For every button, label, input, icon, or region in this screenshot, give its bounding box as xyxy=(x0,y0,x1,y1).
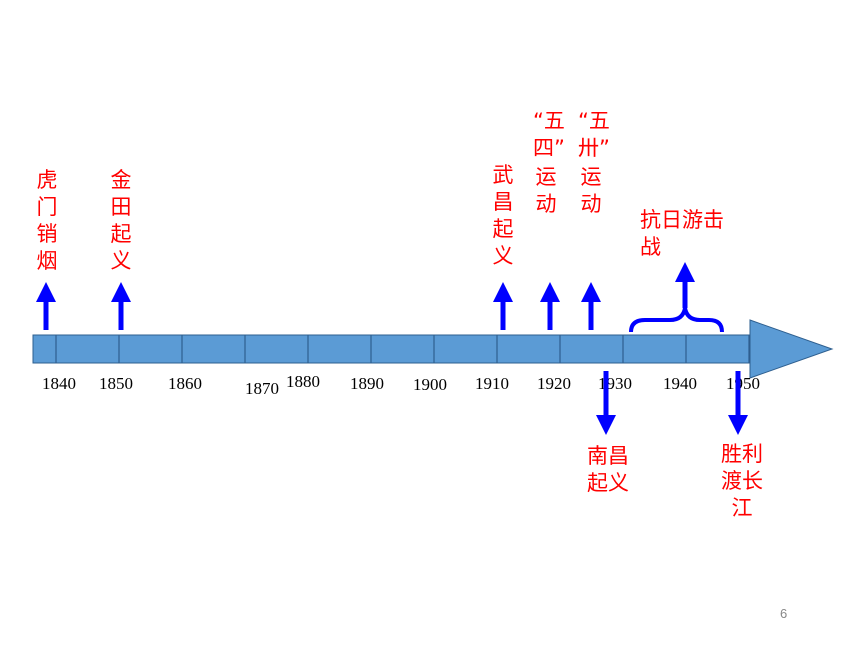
year-label-1910: 1910 xyxy=(475,374,509,393)
year-label-1900: 1900 xyxy=(413,375,447,394)
event-wusa-suffix: 运动 xyxy=(580,165,602,216)
year-label-1870: 1870 xyxy=(245,379,279,398)
event-wusa-title: “五卅” xyxy=(578,109,610,160)
event-humen: 虎门销烟 xyxy=(36,168,58,273)
year-labels: 1840 1850 1860 1870 1880 1890 1900 1910 1920 1930… xyxy=(42,372,760,398)
year-label-1950: 1950 xyxy=(726,374,760,393)
year-label-1840: 1840 xyxy=(42,374,76,393)
event-nanchang: 南昌起义 xyxy=(587,444,629,495)
event-jintian: 金田起义 xyxy=(110,168,132,273)
page-number: 6 xyxy=(780,606,788,621)
year-label-1940: 1940 xyxy=(663,374,697,393)
year-label-1890: 1890 xyxy=(350,374,384,393)
year-label-1860: 1860 xyxy=(168,374,202,393)
event-kangri: 抗日游击战 xyxy=(640,208,724,259)
year-label-1930: 1930 xyxy=(598,374,632,393)
event-shengli: 胜利渡长江 xyxy=(721,442,763,520)
event-arrows xyxy=(36,262,748,435)
event-wuchang: 武昌起义 xyxy=(492,163,514,268)
year-label-1880: 1880 xyxy=(286,372,320,391)
event-wusi-suffix: 运动 xyxy=(535,165,557,216)
year-label-1850: 1850 xyxy=(99,374,133,393)
event-wusa: “五卅” 运动 xyxy=(578,108,610,218)
year-label-1920: 1920 xyxy=(537,374,571,393)
timeline-bar xyxy=(32,319,834,379)
timeline-ticks xyxy=(55,335,750,363)
kangri-brace xyxy=(629,307,724,333)
event-wusi-title: “五四” xyxy=(533,109,565,160)
event-wusi: “五四” 运动 xyxy=(533,108,565,218)
